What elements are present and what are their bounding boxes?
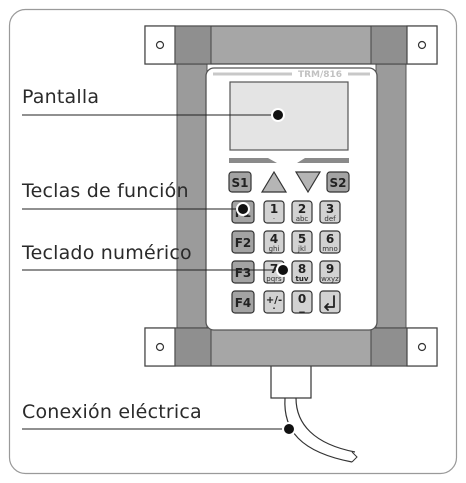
key-f3-label: F3 [235,266,252,280]
key-2[interactable]: 2 abc [291,200,313,224]
key-f2-label: F2 [235,236,252,250]
down-arrow-key[interactable] [294,171,322,194]
key-s2[interactable]: S2 [326,171,350,193]
key-4[interactable]: 4 ghi [263,230,285,254]
key-plus-minus-sub: · [272,304,275,313]
display-screen [229,81,349,151]
key-plus-minus[interactable]: +/- · [263,290,285,314]
top-mount-bar [144,25,438,65]
key-7-letters: pqrs [266,275,282,283]
key-9[interactable]: 9 wxyz [319,260,341,284]
key-1-letters: · [273,215,275,223]
up-arrow-key[interactable] [260,170,288,193]
bottom-mount-bar [144,327,438,367]
key-3-letters: def [324,215,336,223]
key-1-digit: 1 [270,202,278,216]
key-0-space: ▁ [298,305,305,313]
key-s2-label: S2 [330,176,347,190]
key-6-letters: mno [322,245,338,253]
key-s1-label: S1 [232,176,249,190]
callout-teclas-leader [22,202,250,216]
key-s1[interactable]: S1 [228,171,252,193]
key-f4-label: F4 [235,296,252,310]
key-2-digit: 2 [298,202,306,216]
callout-conexion-electrica: Conexión eléctrica [22,401,202,423]
model-label: TRM/816 [298,70,342,80]
key-8[interactable]: 8 tuv [291,260,313,284]
enter-icon [324,295,335,311]
softkey-strip [229,158,349,163]
callout-conexion-leader [22,422,296,436]
key-f4[interactable]: F4 [231,290,255,314]
callout-pantalla: Pantalla [22,86,100,108]
key-f3[interactable]: F3 [231,260,255,284]
callout-teclado-numerico: Teclado numérico [22,242,192,264]
key-9-letters: wxyz [321,275,339,283]
key-f2[interactable]: F2 [231,230,255,254]
key-3[interactable]: 3 def [319,200,341,224]
key-9-digit: 9 [326,262,334,276]
key-2-letters: abc [296,215,309,223]
key-0[interactable]: 0 ▁ [291,290,313,314]
key-enter[interactable] [319,290,341,314]
key-1[interactable]: 1 · [263,200,285,224]
key-4-digit: 4 [270,232,278,246]
key-8-digit: 8 [298,262,306,276]
key-3-digit: 3 [326,202,334,216]
key-5[interactable]: 5 jkl [291,230,313,254]
key-0-digit: 0 [298,292,306,306]
callout-teclas-de-funcion: Teclas de función [22,180,189,202]
key-plus-minus-label: +/- [266,295,282,306]
key-8-letters: tuv [296,275,309,283]
right-rail [375,59,407,341]
key-6-digit: 6 [326,232,334,246]
callout-pantalla-leader [22,108,285,122]
key-5-letters: jkl [297,245,306,253]
key-5-digit: 5 [298,232,306,246]
key-4-letters: ghi [269,245,280,253]
key-6[interactable]: 6 mno [319,230,341,254]
callout-teclado-leader [22,263,290,277]
key-7-digit: 7 [270,262,278,276]
left-rail [176,59,208,341]
